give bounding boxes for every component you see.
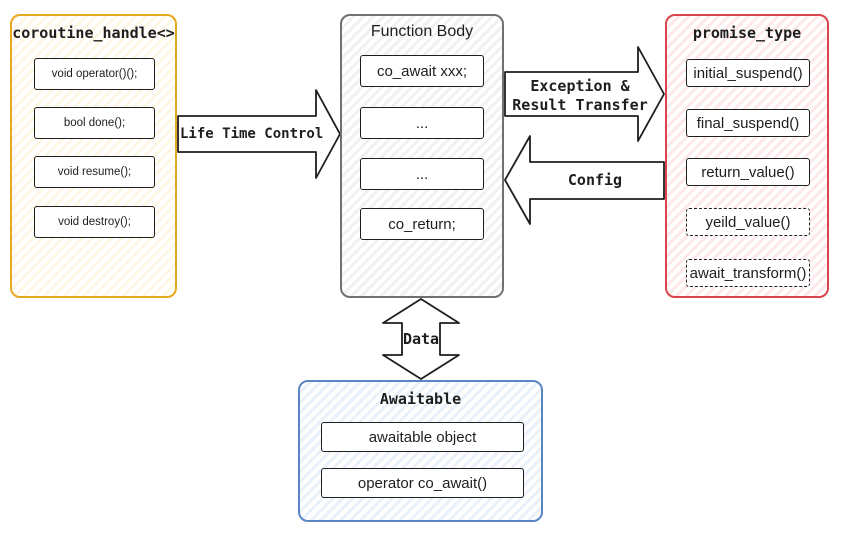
operator-call-item: void operator()(); [34, 58, 155, 90]
exception-label-line2: Result Transfer [512, 96, 648, 114]
coroutine-handle-title: coroutine_handle<> [12, 24, 175, 42]
exception-transfer-arrow [504, 46, 665, 142]
return-value-item: return_value() [686, 158, 810, 186]
awaitable-title: Awaitable [379, 390, 462, 408]
function-body-panel: Function Body co_await xxx; ... ... co_r… [340, 14, 504, 298]
exception-label-line1: Exception & [530, 77, 630, 95]
await-transform-item: await_transform() [686, 259, 810, 287]
life-time-control-label: Life Time Control [180, 126, 324, 142]
initial-suspend-item: initial_suspend() [686, 59, 810, 87]
co-await-item: co_await xxx; [360, 55, 484, 87]
promise-type-title: promise_type [692, 24, 802, 42]
destroy-item: void destroy(); [34, 206, 155, 238]
promise-type-panel: promise_type initial_suspend() final_sus… [665, 14, 829, 298]
data-arrow [382, 298, 460, 380]
config-arrow [504, 135, 665, 225]
final-suspend-item: final_suspend() [686, 109, 810, 137]
coroutine-handle-panel: coroutine_handle<> void operator()(); bo… [10, 14, 177, 298]
config-label: Config [567, 171, 623, 189]
function-body-title: Function Body [370, 23, 474, 40]
ellipsis-item-1: ... [360, 107, 484, 139]
operator-co-await-item: operator co_await() [321, 468, 524, 498]
awaitable-panel: Awaitable awaitable object operator co_a… [298, 380, 543, 522]
yield-value-item: yeild_value() [686, 208, 810, 236]
done-item: bool done(); [34, 107, 155, 139]
co-return-item: co_return; [360, 208, 484, 240]
ellipsis-item-2: ... [360, 158, 484, 190]
data-label: Data [402, 330, 440, 348]
life-time-control-arrow [177, 89, 341, 179]
resume-item: void resume(); [34, 156, 155, 188]
awaitable-object-item: awaitable object [321, 422, 524, 452]
